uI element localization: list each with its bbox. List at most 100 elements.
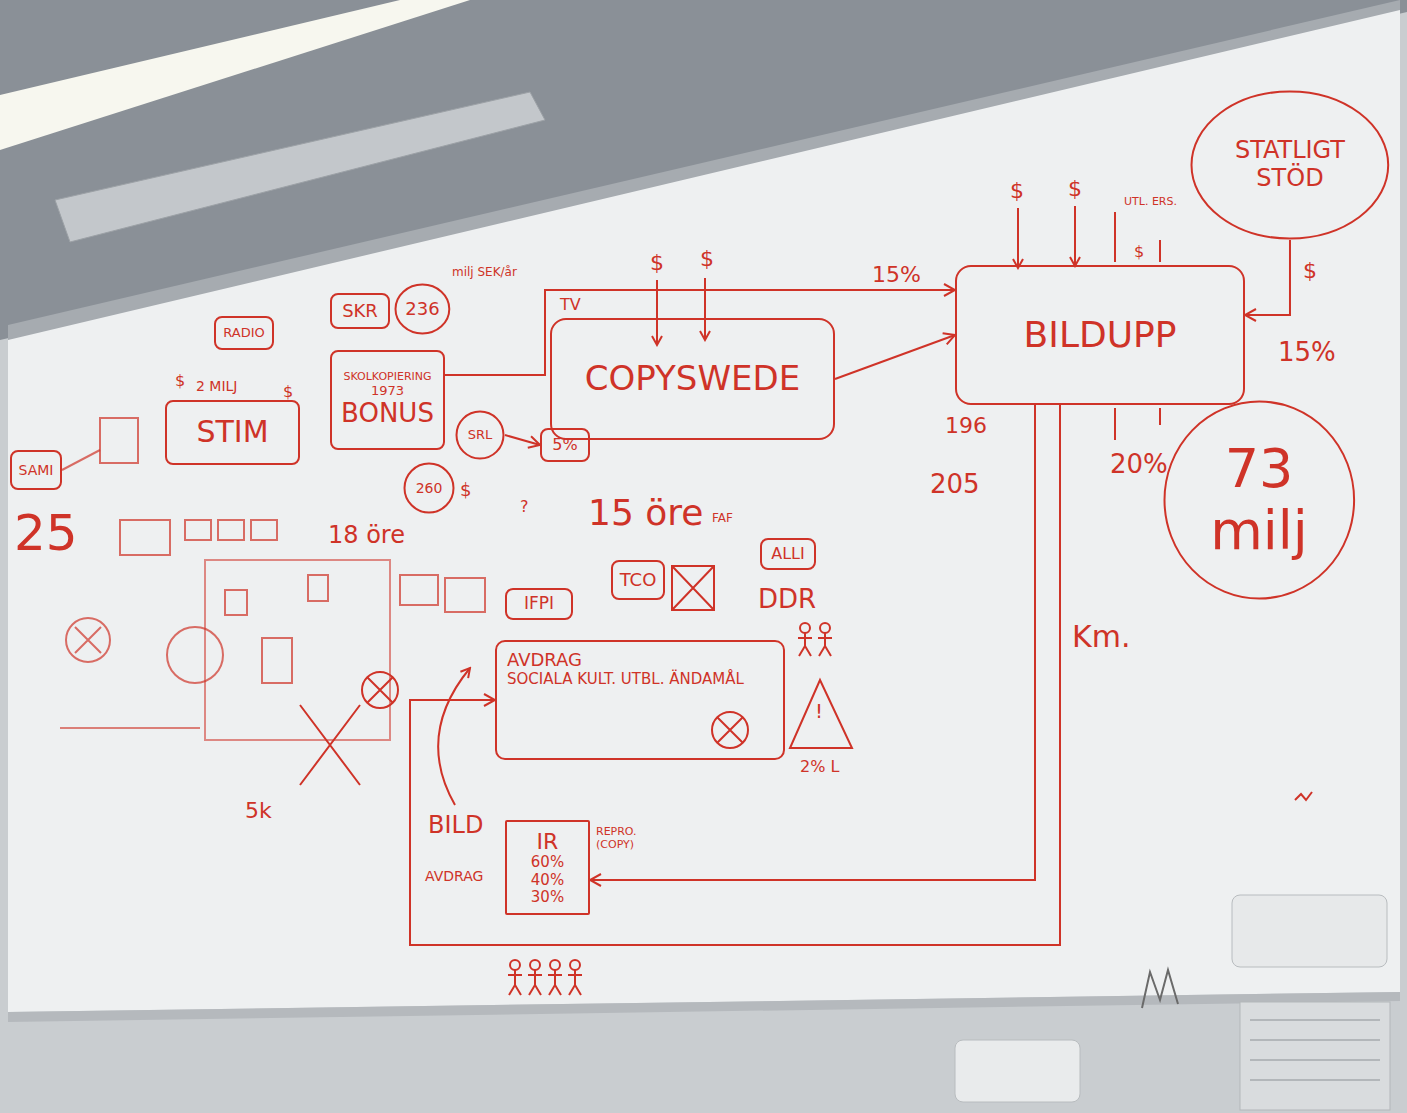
node-text: 40%: [531, 872, 564, 889]
node-title: TCO: [620, 570, 657, 591]
sketch-label: milj SEK/år: [452, 266, 517, 280]
money-arrow: [704, 278, 706, 340]
node-text-group: SAMI: [19, 462, 54, 478]
node-title: AVDRAG: [507, 650, 582, 671]
ellipse-stroke: [1164, 402, 1354, 599]
node-title: STIM: [196, 415, 268, 450]
box-node: SKR: [330, 293, 390, 329]
divider-line: [1159, 408, 1161, 425]
sketch-label: REPRO. (COPY): [596, 826, 648, 851]
board-holder: [1232, 895, 1387, 967]
node-text: 30%: [531, 889, 564, 906]
ellipse-stroke: [396, 285, 450, 334]
node-title: IR: [537, 829, 559, 854]
sketch-circle: [66, 618, 110, 662]
node-text-group: IFPI: [524, 594, 554, 614]
sketch-label: UTL. ERS.: [1124, 196, 1177, 209]
node-text-group: AVDRAGSOCIALA KULT. UTBL. ÄNDAMÅL: [507, 650, 744, 688]
ellipse-stroke: [1192, 92, 1389, 239]
sketch-label: AVDRAG: [425, 868, 483, 884]
sketch-box: [120, 520, 170, 555]
node-text: BONUS: [341, 399, 434, 429]
sketch-label: TV: [560, 296, 581, 314]
crossed-figure: [712, 712, 748, 748]
sketch-circle: [167, 627, 223, 683]
divider-line: [1114, 408, 1116, 440]
node-title: 236: [405, 299, 439, 320]
sketch-box: [218, 520, 244, 540]
node-text-group: STATLIGT STÖD: [1222, 137, 1357, 192]
sketch-label: 5k: [245, 798, 272, 823]
sketch-line: [60, 727, 200, 729]
node-title: 260: [416, 480, 443, 496]
sketch-label: BILD: [428, 812, 483, 840]
sketch-label: $: [700, 246, 714, 271]
node-text-group: RADIO: [223, 326, 264, 341]
node-text-group: IR60%40%30%: [531, 829, 564, 906]
sketch-label: 20%: [1110, 450, 1168, 480]
curved-arrow: [438, 668, 470, 805]
ellipse-node: 260: [403, 462, 455, 514]
ellipse-node: 73 milj: [1163, 400, 1356, 600]
ellipse-node: SRL: [455, 410, 505, 460]
node-text-group: SKR: [342, 301, 378, 322]
connector-arrow: [1245, 240, 1290, 315]
sketch-label: $: [650, 250, 664, 275]
sketch-label: 15%: [1278, 338, 1336, 368]
box-node: BILDUPP: [955, 265, 1245, 405]
squiggle: [1295, 792, 1312, 800]
box-node: SKOLKOPIERING1973BONUS: [330, 350, 445, 450]
divider-line: [1159, 240, 1161, 262]
node-text: 1973: [371, 384, 404, 399]
node-title: BILDUPP: [1024, 314, 1177, 355]
box-node: RADIO: [214, 316, 273, 350]
sketch-label: 2 MILJ: [196, 378, 238, 394]
node-text-group: 260: [416, 480, 443, 496]
node-text-group: 236: [405, 299, 439, 320]
node-text-group: 5%: [552, 436, 577, 454]
edge-label: 15%: [872, 262, 921, 287]
connector-arrow: [590, 405, 1035, 880]
cross-mark: [672, 566, 714, 610]
node-title: SKR: [342, 301, 378, 322]
node-text-group: STIM: [196, 415, 268, 450]
node-title: STATLIGT STÖD: [1222, 137, 1357, 192]
node-text: SOCIALA KULT. UTBL. ÄNDAMÅL: [507, 671, 744, 688]
sketch-label: !: [815, 700, 823, 723]
money-arrow: [1074, 206, 1076, 266]
node-title: RADIO: [223, 326, 264, 341]
node-text: 60%: [531, 854, 564, 871]
cross-mark: [717, 717, 743, 743]
vent-slats: [1250, 1020, 1380, 1080]
node-title: SAMI: [19, 462, 54, 478]
node-text-group: BILDUPP: [1024, 314, 1177, 355]
sketch-label: $: [1303, 258, 1317, 283]
connector-arrow: [410, 405, 1060, 945]
pencil-scribble: [1142, 970, 1178, 1008]
crossed-box: [672, 566, 714, 610]
sketch-label: $: [1068, 176, 1082, 201]
crossed-circle: [362, 672, 398, 708]
sketch-label: 196: [945, 413, 987, 438]
cross-mark: [75, 627, 101, 653]
node-title: 73 milj: [1194, 438, 1324, 562]
sketch-label: $: [460, 480, 471, 501]
node-text-group: TCO: [620, 570, 657, 591]
board-bottom-rail: [8, 992, 1400, 1022]
cross-lines: [300, 705, 360, 785]
node-title: SRL: [468, 428, 493, 443]
node-text-group: ALLI: [771, 545, 805, 563]
sketch-label: DDR: [758, 585, 816, 615]
warning-triangle: [790, 680, 852, 748]
sketch-label: FAF: [712, 512, 733, 526]
sketch-box: [225, 590, 247, 615]
whiteboard-surface: [8, 8, 1400, 1012]
ellipse-node: 236: [394, 283, 451, 335]
sketch-label: 25: [14, 505, 78, 563]
box-node: ALLI: [760, 538, 816, 570]
